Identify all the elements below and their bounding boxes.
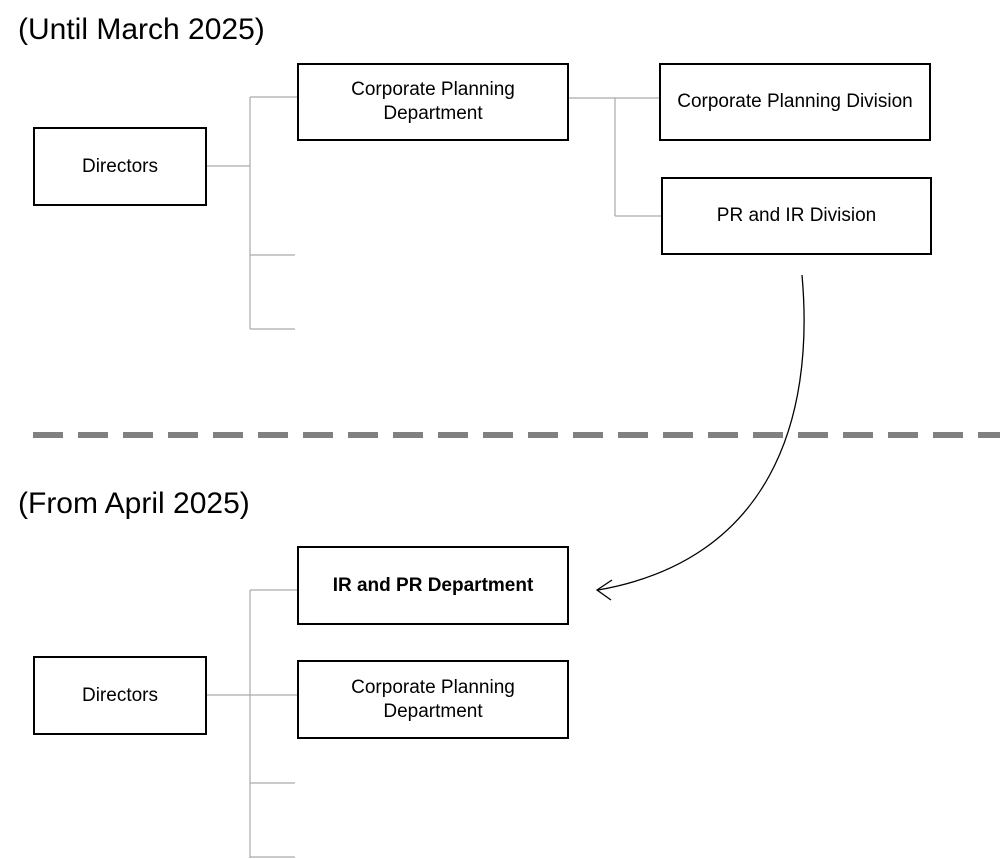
before-directors-label: Directors <box>81 155 158 177</box>
corporate-planning-division-label: Corporate Planning Division <box>677 91 913 112</box>
top-tree-connectors <box>206 96 661 330</box>
before-section-title: (Until March 2025) <box>18 13 265 46</box>
pr-and-ir-division-label: PR and IR Division <box>716 205 877 226</box>
after-section-title: (From April 2025) <box>18 487 250 520</box>
before-corporate-planning-department-label: Corporate Planning Department <box>351 79 515 124</box>
corporate-planning-division-box: Corporate Planning Division <box>659 63 931 141</box>
ir-and-pr-department-label: IR and PR Department <box>332 574 534 596</box>
after-directors-box: Directors <box>33 656 207 735</box>
before-directors-box: Directors <box>33 127 207 206</box>
reorganization-arrow <box>595 274 805 601</box>
after-corporate-planning-department-label: Corporate Planning Department <box>351 676 515 722</box>
after-directors-label: Directors <box>81 684 158 706</box>
after-corporate-planning-department-box: Corporate Planning Department <box>297 660 569 739</box>
bottom-tree-connectors <box>206 589 298 858</box>
ir-and-pr-department-box: IR and PR Department <box>297 546 569 625</box>
before-corporate-planning-department-box: Corporate Planning Department <box>297 63 569 141</box>
pr-and-ir-division-box: PR and IR Division <box>661 177 932 255</box>
